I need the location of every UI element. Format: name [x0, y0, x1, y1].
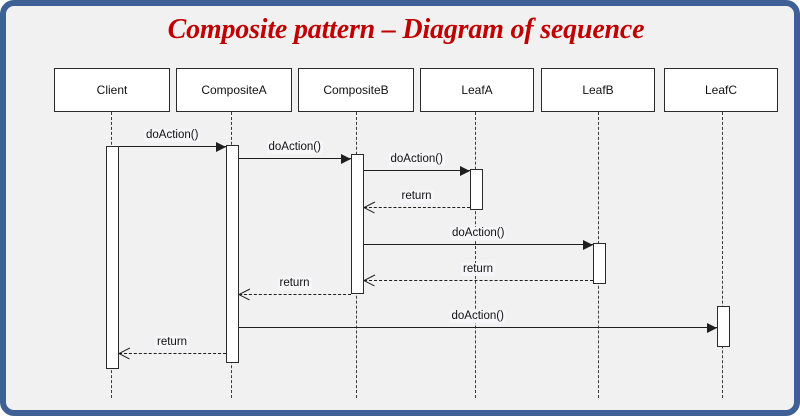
- participant-label: CompositeB: [323, 83, 389, 97]
- message-label-1: doAction(): [266, 141, 323, 154]
- participant-label: LeafB: [582, 83, 614, 97]
- participant-label: LeafC: [704, 83, 738, 97]
- message-line-6: [238, 294, 351, 295]
- message-line-7: [238, 327, 717, 328]
- participant-box-compositeb[interactable]: CompositeB: [298, 68, 414, 112]
- activation-bar-compositeb: [350, 154, 364, 294]
- message-arrowhead-8: [119, 348, 130, 359]
- message-arrowhead-1: [340, 153, 351, 164]
- message-arrowhead-2: [459, 165, 470, 176]
- message-label-4: doAction(): [450, 227, 507, 240]
- activation-bar-leafb: [592, 243, 606, 284]
- message-arrowhead-5: [364, 275, 375, 286]
- participant-label: CompositeA: [201, 83, 267, 97]
- message-line-4: [363, 244, 593, 245]
- participant-box-leafb[interactable]: LeafB: [541, 68, 655, 112]
- participant-box-client[interactable]: Client: [54, 68, 170, 112]
- message-arrowhead-3: [364, 202, 375, 213]
- message-line-1: [238, 158, 351, 159]
- message-label-0: doAction(): [144, 129, 201, 142]
- message-arrowhead-6: [239, 289, 250, 300]
- activation-bar-client: [105, 146, 119, 369]
- message-label-5: return: [461, 263, 496, 276]
- message-label-6: return: [277, 277, 312, 290]
- participant-box-leafc[interactable]: LeafC: [664, 68, 778, 112]
- message-arrowhead-0: [215, 141, 226, 152]
- activation-bar-leafc: [716, 306, 730, 347]
- message-line-3: [363, 207, 470, 208]
- activation-bar-compositea: [225, 145, 239, 363]
- participant-box-leafa[interactable]: LeafA: [420, 68, 534, 112]
- sequence-diagram: Client CompositeA CompositeB LeafA LeafB Leaf…: [6, 6, 794, 410]
- message-line-2: [363, 170, 470, 171]
- participant-label: LeafA: [461, 83, 493, 97]
- message-arrowhead-4: [582, 239, 593, 250]
- message-label-8: return: [155, 336, 190, 349]
- message-line-0: [118, 146, 226, 147]
- participant-box-compositea[interactable]: CompositeA: [176, 68, 292, 112]
- message-label-3: return: [399, 190, 434, 203]
- message-line-5: [363, 280, 593, 281]
- activation-bar-leafa: [469, 169, 483, 210]
- message-arrowhead-7: [706, 322, 717, 333]
- lifeline-leafc: [722, 112, 724, 398]
- message-label-2: doAction(): [388, 153, 445, 166]
- participant-label: Client: [96, 83, 128, 97]
- message-label-7: doAction(): [449, 310, 506, 323]
- message-line-8: [118, 353, 226, 354]
- page-title: Composite pattern – Diagram of sequence: [167, 14, 645, 45]
- lifeline-leafa: [475, 112, 477, 398]
